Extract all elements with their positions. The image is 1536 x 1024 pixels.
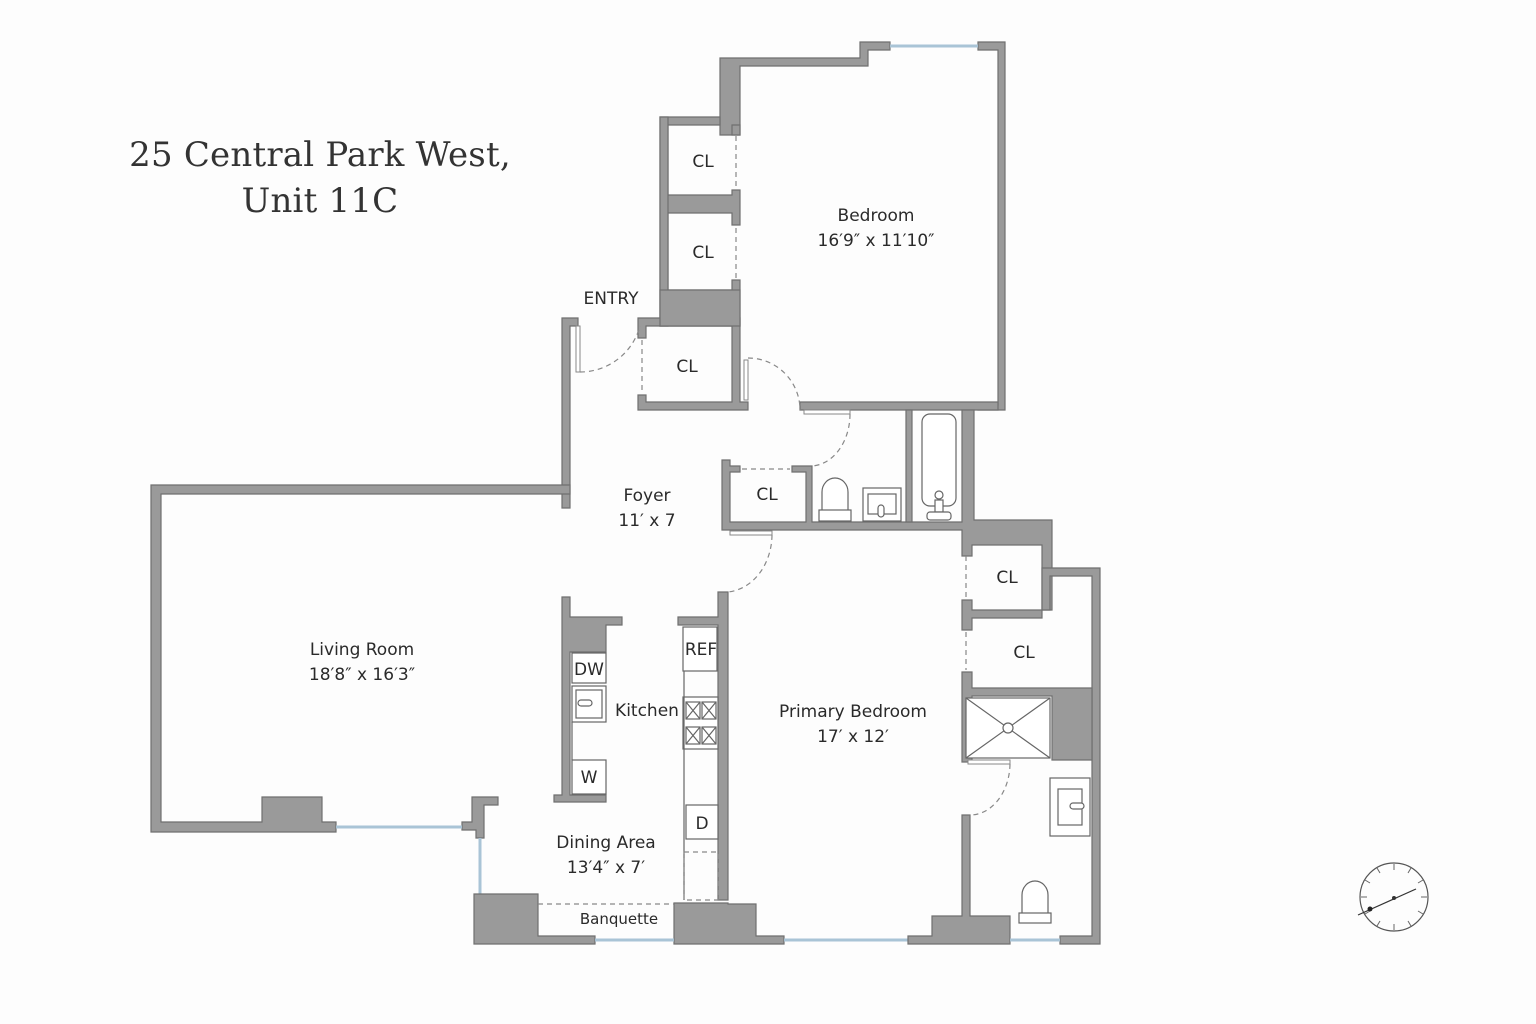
door-swing	[811, 413, 851, 467]
door-swing	[579, 325, 641, 373]
bath-door[interactable]	[967, 759, 1011, 765]
dishwasher	[571, 652, 607, 684]
closet-label: CL	[692, 243, 714, 263]
door-swing	[969, 763, 1011, 816]
primary-bedroom-door[interactable]	[729, 530, 773, 536]
living-room-dims: 18′8″ x 16′3″	[309, 665, 415, 685]
washer	[571, 759, 607, 795]
dining-walls	[473, 893, 785, 945]
hall-bath-walls	[721, 409, 1053, 611]
foyer-name: Foyer	[623, 486, 670, 506]
closet-label: CL	[692, 152, 714, 172]
dining-dims: 13′4″ x 7′	[567, 858, 645, 878]
vanity-sink-icon	[1049, 777, 1091, 837]
kitchen-name: Kitchen	[615, 701, 679, 721]
floorplan-title: 25 Central Park West, Unit 11C	[120, 132, 520, 224]
bedroom-dims: 16′9″ x 11′10″	[818, 231, 935, 251]
compass-icon	[1357, 862, 1429, 932]
entry-label: ENTRY	[584, 289, 640, 309]
closet-label: CL	[1013, 643, 1035, 663]
title-unit: Unit 11C	[241, 181, 399, 221]
refrigerator	[682, 626, 718, 672]
entry-wall	[561, 317, 579, 509]
entry-door[interactable]	[575, 325, 581, 373]
bath-door[interactable]	[803, 409, 851, 415]
foyer-dims: 11′ x 7	[618, 511, 675, 531]
primary-bedroom-name: Primary Bedroom	[779, 702, 927, 722]
dishwasher-label: DW	[574, 660, 604, 680]
washer-label: W	[581, 768, 598, 788]
bedroom-name: Bedroom	[838, 206, 915, 226]
primary-bedroom-dims: 17′ x 12′	[817, 727, 889, 747]
cooktop-icon	[682, 696, 719, 750]
closet-label: CL	[676, 357, 698, 377]
shower-icon	[965, 697, 1051, 759]
kitchen-sink-icon	[571, 685, 607, 723]
closet-label: CL	[756, 485, 778, 505]
refrigerator-label: REF	[685, 640, 717, 660]
primary-bath-walls	[907, 567, 1101, 945]
door-swing	[747, 357, 801, 411]
living-room-walls	[150, 484, 571, 839]
title-address: 25 Central Park West,	[129, 135, 511, 175]
toilet-icon	[1018, 880, 1052, 924]
door-swing	[727, 534, 773, 593]
dryer	[685, 804, 719, 840]
bedroom-walls	[637, 41, 1006, 411]
bathtub-icon	[921, 413, 957, 521]
toilet-icon	[818, 477, 852, 522]
sink-icon	[862, 487, 902, 522]
dryer-label: D	[695, 814, 708, 834]
living-room-name: Living Room	[310, 640, 414, 660]
dining-name: Dining Area	[556, 833, 655, 853]
closet-label: CL	[996, 568, 1018, 588]
banquette-label: Banquette	[580, 910, 658, 928]
bedroom-door[interactable]	[743, 359, 749, 401]
